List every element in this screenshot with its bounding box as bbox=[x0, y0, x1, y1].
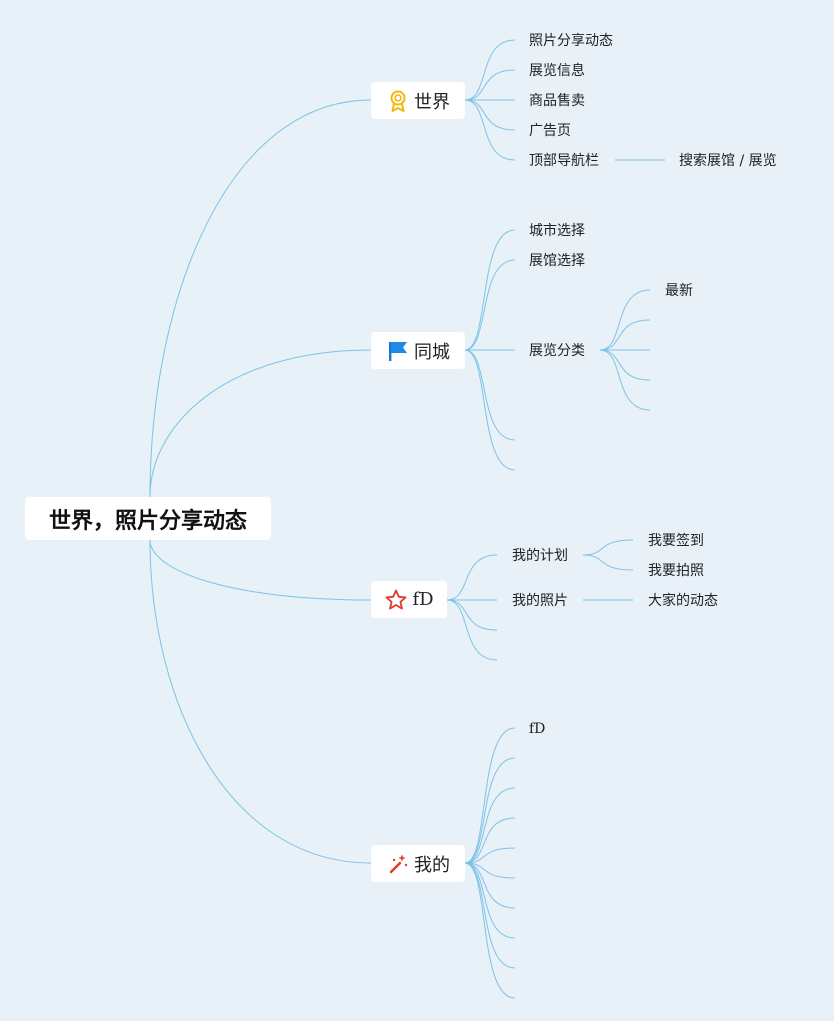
world-link bbox=[464, 99, 516, 161]
mine-link bbox=[464, 757, 516, 864]
world-link bbox=[464, 99, 516, 131]
category-link bbox=[599, 349, 651, 411]
local-link bbox=[464, 229, 516, 351]
local-link bbox=[464, 259, 516, 351]
topic-my-photos[interactable]: 我的照片 bbox=[512, 593, 568, 609]
topic-goods-sale[interactable]: 商品售卖 bbox=[529, 93, 585, 109]
topic-checkin[interactable]: 我要签到 bbox=[648, 533, 704, 549]
fd-link bbox=[446, 554, 498, 601]
mine-link bbox=[464, 862, 516, 999]
world-link bbox=[464, 69, 516, 101]
topic-photo-share[interactable]: 照片分享动态 bbox=[529, 33, 613, 49]
topic-latest[interactable]: 最新 bbox=[665, 283, 693, 299]
branch-world[interactable]: 世界 bbox=[371, 82, 465, 119]
branch-local[interactable]: 同城 bbox=[371, 332, 465, 369]
root-link bbox=[149, 539, 372, 601]
mine-link bbox=[464, 862, 516, 909]
category-link bbox=[599, 349, 651, 381]
category-link bbox=[599, 319, 651, 351]
mine-link bbox=[464, 727, 516, 864]
topic-venue-select[interactable]: 展馆选择 bbox=[529, 253, 585, 269]
central-topic-label: 世界，照片分享动态 bbox=[48, 508, 247, 534]
root-link bbox=[149, 539, 372, 864]
world-link bbox=[464, 39, 516, 101]
flag-icon bbox=[386, 339, 410, 363]
mine-link bbox=[464, 847, 516, 864]
branch-label: fD bbox=[412, 589, 434, 610]
topic-everyone-feed[interactable]: 大家的动态 bbox=[648, 593, 718, 609]
topic-search-venue[interactable]: 搜索展馆 / 展览 bbox=[679, 153, 777, 169]
topic-my-plan[interactable]: 我的计划 bbox=[512, 548, 568, 564]
branch-label: 同城 bbox=[414, 341, 450, 363]
topic-top-navbar[interactable]: 顶部导航栏 bbox=[529, 153, 599, 169]
topic-city-select[interactable]: 城市选择 bbox=[529, 223, 585, 239]
topic-exhibition-category[interactable]: 展览分类 bbox=[529, 343, 585, 359]
local-link bbox=[464, 349, 516, 471]
mine-link bbox=[464, 817, 516, 864]
category-link bbox=[599, 289, 651, 351]
mine-link bbox=[464, 787, 516, 864]
fd-link bbox=[446, 599, 498, 661]
topic-exhibition-info[interactable]: 展览信息 bbox=[529, 63, 585, 79]
topic-fd[interactable]: fD bbox=[529, 721, 546, 737]
plan-link bbox=[582, 539, 634, 556]
local-link bbox=[464, 349, 516, 441]
mine-link bbox=[464, 862, 516, 939]
mine-link bbox=[464, 862, 516, 879]
branch-fd[interactable]: fD bbox=[371, 581, 447, 618]
fd-link bbox=[446, 599, 498, 631]
magic-wand-icon bbox=[386, 852, 410, 876]
topic-take-photo[interactable]: 我要拍照 bbox=[648, 563, 704, 579]
topic-ad-page[interactable]: 广告页 bbox=[529, 123, 571, 139]
central-topic[interactable]: 世界，照片分享动态 bbox=[25, 497, 271, 540]
branch-mine[interactable]: 我的 bbox=[371, 845, 465, 882]
root-link bbox=[149, 349, 372, 498]
award-ribbon-icon bbox=[386, 89, 410, 113]
plan-link bbox=[582, 554, 634, 571]
branch-label: 世界 bbox=[414, 91, 450, 113]
star-outline-icon bbox=[384, 588, 408, 612]
root-link bbox=[149, 99, 372, 498]
branch-label: 我的 bbox=[414, 854, 450, 876]
